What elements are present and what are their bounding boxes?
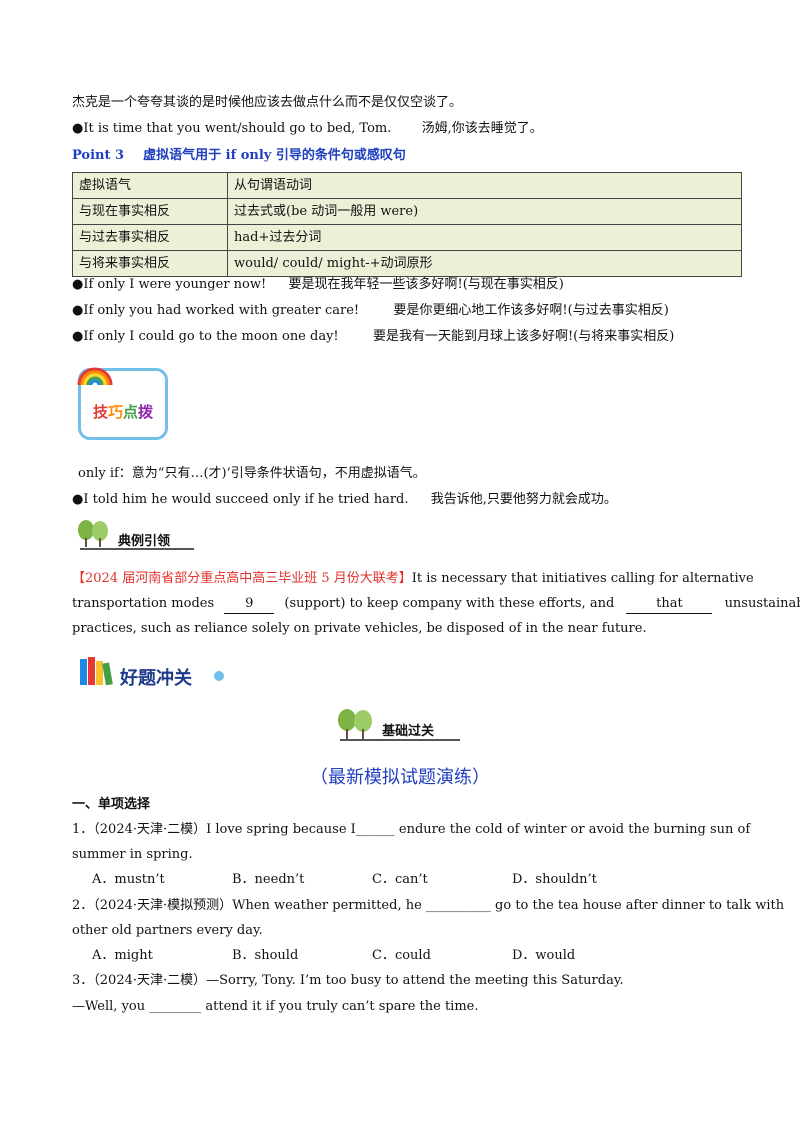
option-c[interactable]: C．can’t xyxy=(372,872,428,887)
exam-text: (support) to keep company with these eff… xyxy=(284,596,615,611)
q2-stem-1: 2．（2024·天津·模拟预测）When weather permitted, … xyxy=(72,898,785,913)
table-cell: had+过去分词 xyxy=(227,224,742,251)
option-d[interactable]: D．shouldn’t xyxy=(512,872,597,887)
section-title: （最新模拟试题演练） xyxy=(310,767,490,788)
option-a[interactable]: A．mustn’t xyxy=(92,872,165,887)
exam-source: 【2024 届河南省部分重点高中高三毕业班 5 月份大联考】 xyxy=(72,571,412,586)
tip-text: only if：意为“只有…(才)’引导条件状语句，不用虚拟语气。 xyxy=(78,466,426,481)
example-1: ●If only I were younger now! 要是现在我年轻一些该多… xyxy=(72,276,564,294)
books-icon xyxy=(80,657,113,686)
dot-icon xyxy=(214,671,224,681)
divider xyxy=(340,739,460,741)
q1-options: A．mustn’t B．needn’t C．can’t D．shouldn’t xyxy=(92,871,652,889)
table-row: 与现在事实相反 过去式或(be 动词一般用 were) xyxy=(72,198,742,225)
tree-icon xyxy=(78,520,108,547)
example-cn: 我告诉他,只要他努力就会成功。 xyxy=(430,492,617,507)
q3-stem-2: —Well, you ________ attend it if you tru… xyxy=(72,999,479,1014)
option-b[interactable]: B．should xyxy=(232,948,299,963)
table-row: 与过去事实相反 had+过去分词 xyxy=(72,224,742,251)
example-en: ●If only I were younger now! xyxy=(72,277,267,292)
part1-heading: 一、单项选择 xyxy=(72,797,151,812)
point3-title: 虚拟语气用于 if only 引导的条件句或感叹句 xyxy=(143,148,406,163)
q1-stem-2: summer in spring. xyxy=(72,847,193,862)
table-cell: 过去式或(be 动词一般用 were) xyxy=(227,198,742,225)
point3-label: Point 3 xyxy=(72,148,125,163)
exam-line-1: 【2024 届河南省部分重点高中高三毕业班 5 月份大联考】It is nece… xyxy=(72,570,754,588)
example-head: 典例引领 xyxy=(118,534,171,549)
example-en: ●It is time that you went/should go to b… xyxy=(72,121,392,136)
option-a[interactable]: A．might xyxy=(92,948,153,963)
point3-heading: Point 3 虚拟语气用于 if only 引导的条件句或感叹句 xyxy=(72,147,406,165)
example-3: ●If only I could go to the moon one day!… xyxy=(72,328,674,346)
q3-stem-1: 3．（2024·天津·二模）—Sorry, Tony. I’m too busy… xyxy=(72,973,624,988)
q2-stem-2: other old partners every day. xyxy=(72,923,263,938)
table-cell: 与过去事实相反 xyxy=(72,224,228,251)
example-cn: 要是我有一天能到月球上该多好啊!(与将来事实相反) xyxy=(372,329,675,344)
exam-line-3: practices, such as reliance solely on pr… xyxy=(72,621,647,636)
example-cn: 要是你更细心地工作该多好啊!(与过去事实相反) xyxy=(393,303,669,318)
table-cell: 与现在事实相反 xyxy=(72,198,228,225)
example-2: ●If only you had worked with greater car… xyxy=(72,302,669,320)
exam-text: unsustainable xyxy=(724,596,800,611)
q1-stem-1: 1．（2024·天津·二模）I love spring because I___… xyxy=(72,822,751,837)
option-c[interactable]: C．could xyxy=(372,948,431,963)
option-d[interactable]: D．would xyxy=(512,948,576,963)
example-cn: 汤姆,你该去睡觉了。 xyxy=(421,121,543,136)
example-cn: 要是现在我年轻一些该多好啊!(与现在事实相反) xyxy=(288,277,564,292)
table-cell: 与将来事实相反 xyxy=(72,250,228,277)
exam-text: transportation modes xyxy=(72,596,215,611)
table-row: 与将来事实相反 would/ could/ might-+动词原形 xyxy=(72,250,742,277)
table-cell: 从句谓语动词 xyxy=(227,172,742,199)
example-en: ●If only you had worked with greater car… xyxy=(72,303,360,318)
good-head: 好题冲关 xyxy=(120,668,192,689)
basic-head: 基础过关 xyxy=(382,724,435,739)
example-en: ●If only I could go to the moon one day! xyxy=(72,329,339,344)
subjunctive-table: 虚拟语气 从句谓语动词 与现在事实相反 过去式或(be 动词一般用 were) … xyxy=(72,172,742,277)
tip-badge-label: 技巧点拨 xyxy=(92,403,154,421)
example-line: ●It is time that you went/should go to b… xyxy=(72,120,543,138)
exam-text: It is necessary that initiatives calling… xyxy=(411,571,754,586)
answer-blank-2: that xyxy=(626,595,713,614)
divider xyxy=(80,548,194,550)
q2-options: A．might B．should C．could D．would xyxy=(92,947,652,965)
option-b[interactable]: B．needn’t xyxy=(232,872,305,887)
tip-badge: 技巧点拨 xyxy=(77,367,168,440)
tip-example: ●I told him he would succeed only if he … xyxy=(72,491,617,509)
table-row: 虚拟语气 从句谓语动词 xyxy=(72,172,742,199)
example-en: ●I told him he would succeed only if he … xyxy=(72,492,409,507)
exam-line-2: transportation modes 9 (support) to keep… xyxy=(72,595,800,614)
table-cell: 虚拟语气 xyxy=(72,172,228,199)
tree-icon xyxy=(338,709,372,739)
table-cell: would/ could/ might-+动词原形 xyxy=(227,250,742,277)
rainbow-icon xyxy=(77,367,113,386)
answer-blank-1: 9 xyxy=(224,595,275,614)
intro-sentence-cn: 杰克是一个夸夸其谈的是时候他应该去做点什么而不是仅仅空谈了。 xyxy=(72,95,463,110)
